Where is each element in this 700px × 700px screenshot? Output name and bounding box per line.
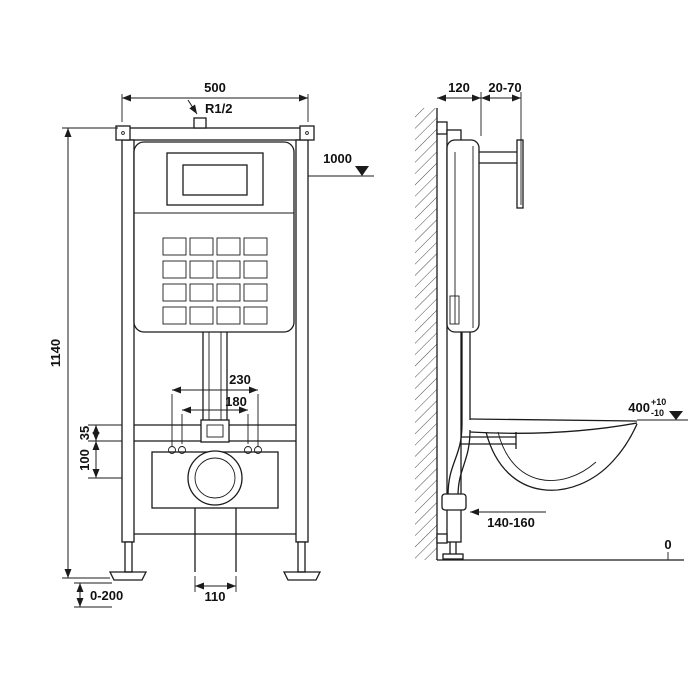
level-marker-icon (355, 166, 369, 176)
dim-label-1140: 1140 (48, 339, 63, 367)
dim-label-400: 400 (628, 400, 650, 415)
dim-35-100: 35 100 (77, 424, 122, 479)
inlet-fitting: R1/2 (187, 99, 232, 129)
flush-pipe (134, 332, 296, 454)
frame-structure (108, 125, 322, 581)
cistern-grid (162, 237, 268, 325)
dim-label-120: 120 (448, 80, 470, 95)
dim-label-110: 110 (205, 589, 226, 604)
level-marker-icon (669, 411, 683, 420)
front-view: 500 R1/2 1000 1140 230 (48, 80, 374, 608)
dim-label-1000: 1000 (323, 151, 352, 166)
cistern (133, 141, 295, 333)
dim-label-180: 180 (225, 394, 247, 409)
dim-0-200: 0-200 (74, 582, 123, 608)
toilet-bowl (469, 418, 638, 491)
dim-label-500: 500 (204, 80, 226, 95)
dim-label-inlet: R1/2 (205, 101, 232, 116)
dim-120-2070: 120 20-70 (437, 80, 522, 205)
level-400: 400 +10 -10 (628, 397, 688, 421)
dim-140-160: 140-160 (470, 508, 546, 530)
level-1000: 1000 (308, 151, 374, 177)
dim-500: 500 (121, 80, 309, 122)
dim-110: 110 (194, 576, 237, 604)
dim-label-0: 0 (664, 537, 671, 552)
dim-label-230: 230 (229, 372, 251, 387)
floor-level: 0 (437, 537, 684, 561)
dim-label-35: 35 (77, 426, 92, 440)
dim-label-140-160: 140-160 (487, 515, 535, 530)
drain-outlet (151, 450, 279, 572)
dim-label-400-tol-minus: -10 (651, 408, 664, 418)
dim-1140: 1140 (48, 127, 118, 579)
frame-side (436, 121, 524, 560)
side-view: 120 20-70 400 +10 -10 140-160 0 (415, 80, 688, 561)
dim-label-20-70: 20-70 (488, 80, 521, 95)
dim-label-400-tol-plus: +10 (651, 397, 666, 407)
dim-230-180: 230 180 (171, 372, 259, 446)
wall (415, 108, 438, 560)
dim-label-0-200: 0-200 (90, 588, 123, 603)
dim-label-100: 100 (77, 449, 92, 471)
pipe-side (441, 332, 517, 511)
